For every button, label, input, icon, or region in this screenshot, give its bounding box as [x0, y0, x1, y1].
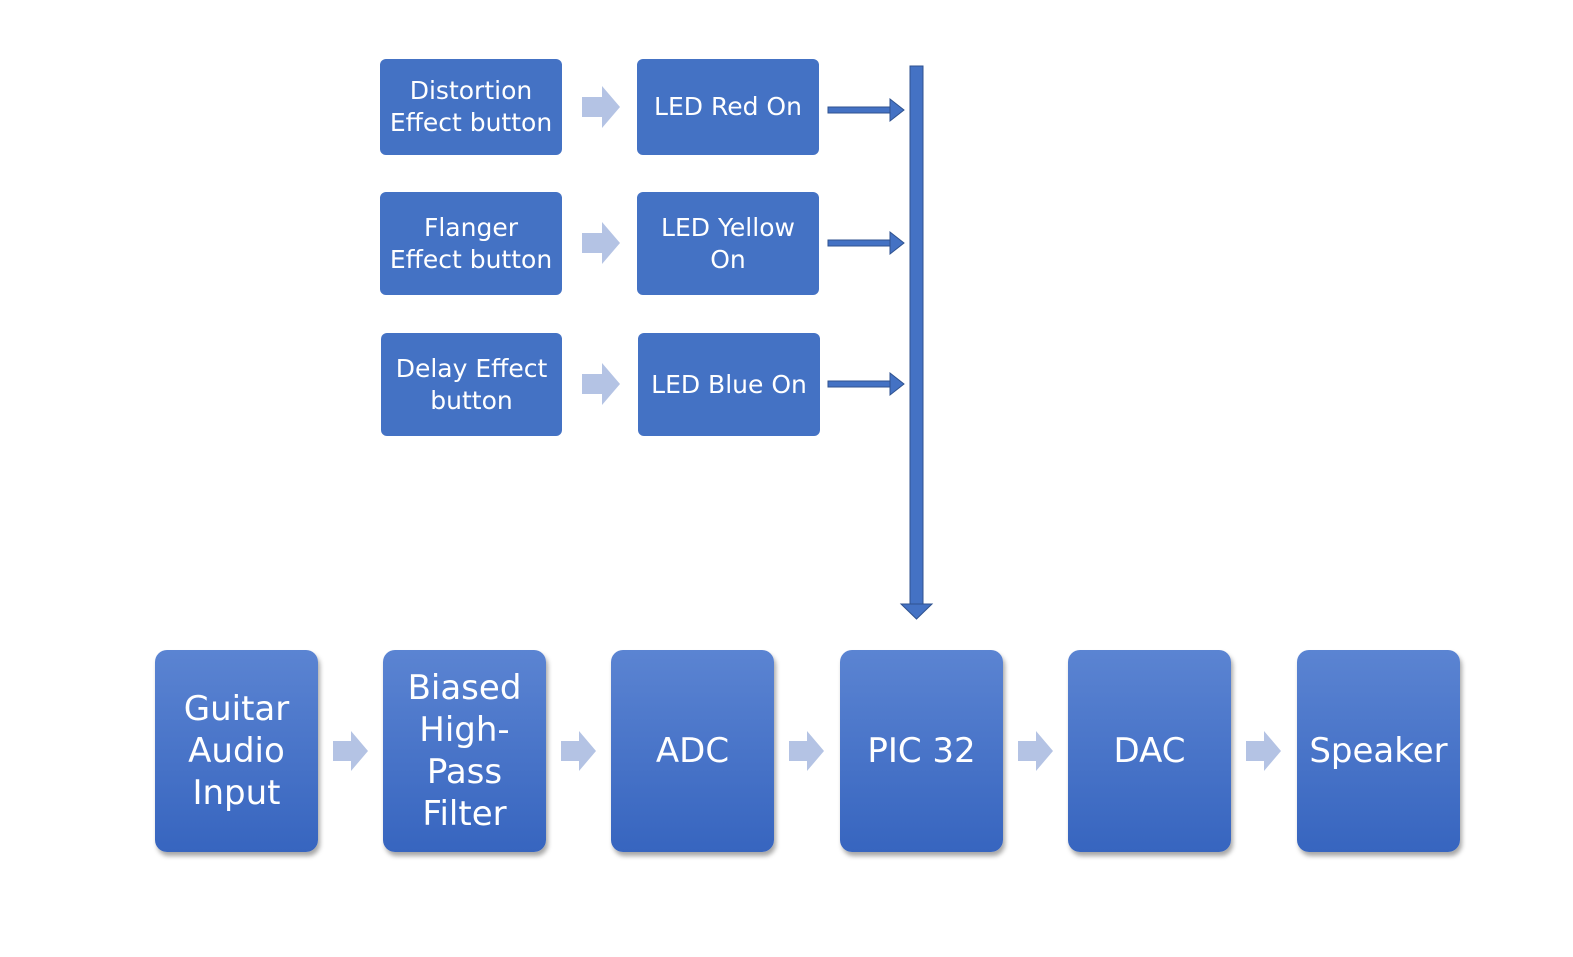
pic32-box: PIC 32 — [840, 650, 1003, 852]
led-red-on-label: LED Red On — [654, 92, 802, 121]
guitar-audio-input-box: Guitar Audio Input — [155, 650, 318, 852]
flanger-effect-button-box: Flanger Effect button — [380, 192, 562, 295]
bus-to-pic32-arrow-icon — [899, 65, 934, 620]
flow-arrow-icon — [582, 86, 620, 128]
distortion-effect-button-box: Distortion Effect button — [380, 59, 562, 155]
distortion-effect-button-label: Distortion Effect button — [389, 76, 553, 137]
dac-label: DAC — [1113, 731, 1186, 771]
led-red-on-box: LED Red On — [637, 59, 819, 155]
dac-box: DAC — [1068, 650, 1231, 852]
led-blue-on-box: LED Blue On — [638, 333, 820, 436]
delay-effect-button-label: Delay Effect button — [395, 353, 548, 415]
chain-arrow-icon — [561, 731, 596, 771]
led-red-bus-arrow-icon — [827, 97, 905, 123]
led-blue-on-label: LED Blue On — [651, 369, 807, 399]
biased-high-pass-filter-box: Biased High- Pass Filter — [383, 650, 546, 852]
biased-high-pass-filter-label: Biased High- Pass Filter — [407, 668, 522, 834]
led-yellow-on-label: LED Yellow On — [661, 212, 795, 274]
led-yellow-on-box: LED Yellow On — [637, 192, 819, 295]
adc-box: ADC — [611, 650, 774, 852]
flanger-effect-button-label: Flanger Effect button — [389, 212, 553, 274]
chain-arrow-icon — [789, 731, 824, 771]
chain-arrow-icon — [1246, 731, 1281, 771]
chain-arrow-icon — [1018, 731, 1053, 771]
led-yellow-bus-arrow-icon — [827, 230, 905, 256]
guitar-audio-input-label: Guitar Audio Input — [183, 689, 290, 813]
pic32-label: PIC 32 — [867, 731, 976, 771]
speaker-label: Speaker — [1309, 731, 1448, 771]
delay-effect-button-box: Delay Effect button — [381, 333, 562, 436]
flow-arrow-icon — [582, 363, 620, 405]
flow-arrow-icon — [582, 222, 620, 264]
speaker-box: Speaker — [1297, 650, 1460, 852]
led-blue-bus-arrow-icon — [827, 371, 905, 397]
adc-label: ADC — [655, 731, 730, 771]
chain-arrow-icon — [333, 731, 368, 771]
